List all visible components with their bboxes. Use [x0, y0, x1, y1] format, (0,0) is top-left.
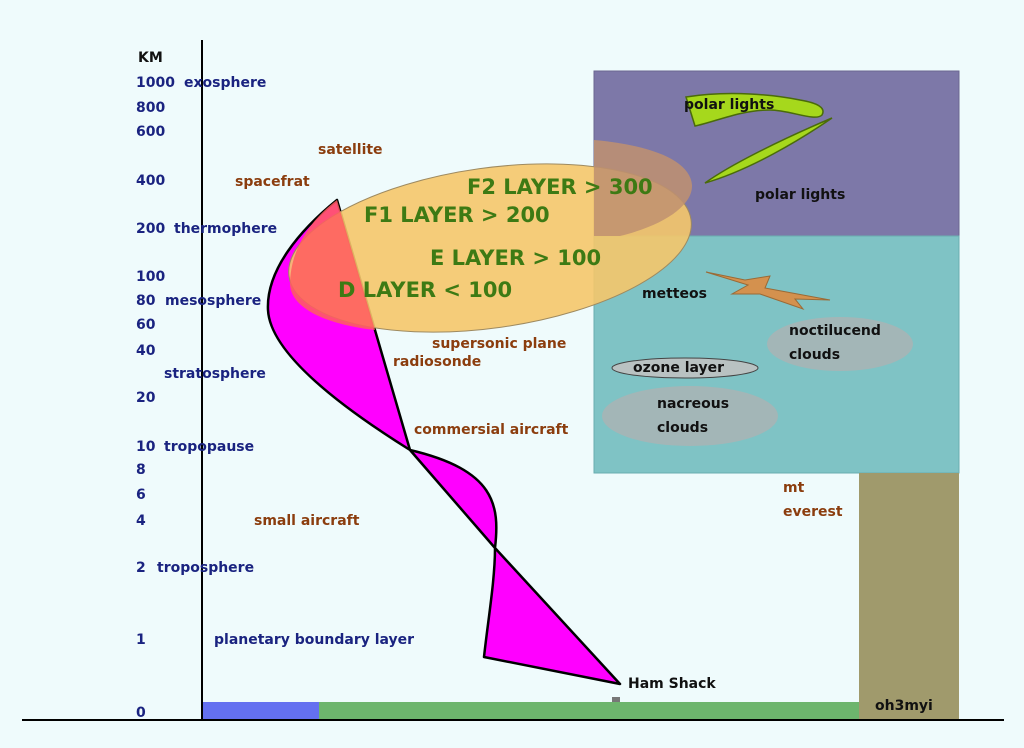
- mt-everest-column: [859, 473, 959, 719]
- layer-tropopause: tropopause: [164, 439, 255, 455]
- tick-8: 8: [136, 462, 146, 478]
- ground-bar-green: [319, 702, 859, 719]
- aurora-shape-2: [704, 117, 833, 184]
- layer-thermosphere: thermophere: [174, 221, 278, 237]
- ham-shack-marker: [612, 697, 620, 702]
- tick-200: 200: [136, 221, 166, 237]
- commercial-aircraft-label: commersial aircraft: [414, 422, 569, 438]
- nacreous-clouds-shape: [602, 386, 778, 446]
- noctilucent-label-line2: clouds: [789, 347, 841, 363]
- noctilucent-clouds-shape: [767, 317, 913, 371]
- mt-everest-label-line2: everest: [783, 504, 843, 520]
- d-layer-overlap: [290, 200, 375, 330]
- axis-unit-label: KM: [138, 50, 163, 66]
- mt-everest-label-line1: mt: [783, 480, 805, 496]
- small-aircraft-label: small aircraft: [254, 513, 360, 529]
- layer-stratosphere: stratosphere: [164, 366, 266, 382]
- ionosphere-ellipse: [288, 163, 692, 333]
- nacreous-label-line1: nacreous: [657, 396, 730, 412]
- tick-400: 400: [136, 173, 166, 189]
- tick-10: 10: [136, 439, 156, 455]
- layer-troposphere: troposphere: [157, 560, 255, 576]
- tick-600: 600: [136, 124, 166, 140]
- tick-1000: 1000: [136, 75, 175, 91]
- noctilucent-label-line1: noctilucend: [789, 323, 881, 339]
- tick-6: 6: [136, 487, 146, 503]
- ham-shack-label: Ham Shack: [628, 676, 716, 692]
- f2-panel-overlap: [594, 140, 693, 236]
- polar-lights-label-1: polar lights: [684, 97, 775, 113]
- ground-bar-blue: [201, 702, 319, 719]
- layer-exosphere: exosphere: [184, 75, 267, 91]
- tick-2: 2: [136, 560, 146, 576]
- tick-40: 40: [136, 343, 156, 359]
- tick-80: 80: [136, 293, 156, 309]
- d-layer-label: D LAYER < 100: [338, 278, 513, 302]
- f2-layer-label: F2 LAYER > 300: [467, 175, 653, 199]
- callsign-label: oh3myi: [875, 698, 933, 714]
- layer-planetary-boundary: planetary boundary layer: [214, 632, 415, 648]
- tick-100: 100: [136, 269, 166, 285]
- ozone-layer-label: ozone layer: [633, 360, 725, 376]
- ozone-layer-shape: [611, 357, 759, 379]
- f1-layer-label: F1 LAYER > 200: [364, 203, 550, 227]
- metteos-label: metteos: [642, 286, 707, 302]
- polar-lights-label-2: polar lights: [755, 187, 846, 203]
- tick-4: 4: [136, 513, 146, 529]
- tick-1: 1: [136, 632, 146, 648]
- satellite-label: satellite: [318, 142, 383, 158]
- nacreous-label-line2: clouds: [657, 420, 709, 436]
- tick-60: 60: [136, 317, 156, 333]
- spacefrat-label: spacefrat: [235, 174, 310, 190]
- tick-20: 20: [136, 390, 156, 406]
- tick-0: 0: [136, 705, 146, 721]
- tick-800: 800: [136, 100, 166, 116]
- radiosonde-label: radiosonde: [393, 354, 482, 370]
- aurora-shape-1: [685, 92, 824, 127]
- layer-mesosphere: mesosphere: [165, 293, 262, 309]
- meteor-shape: [705, 271, 831, 311]
- e-layer-label: E LAYER > 100: [430, 246, 602, 270]
- supersonic-plane-label: supersonic plane: [432, 336, 567, 352]
